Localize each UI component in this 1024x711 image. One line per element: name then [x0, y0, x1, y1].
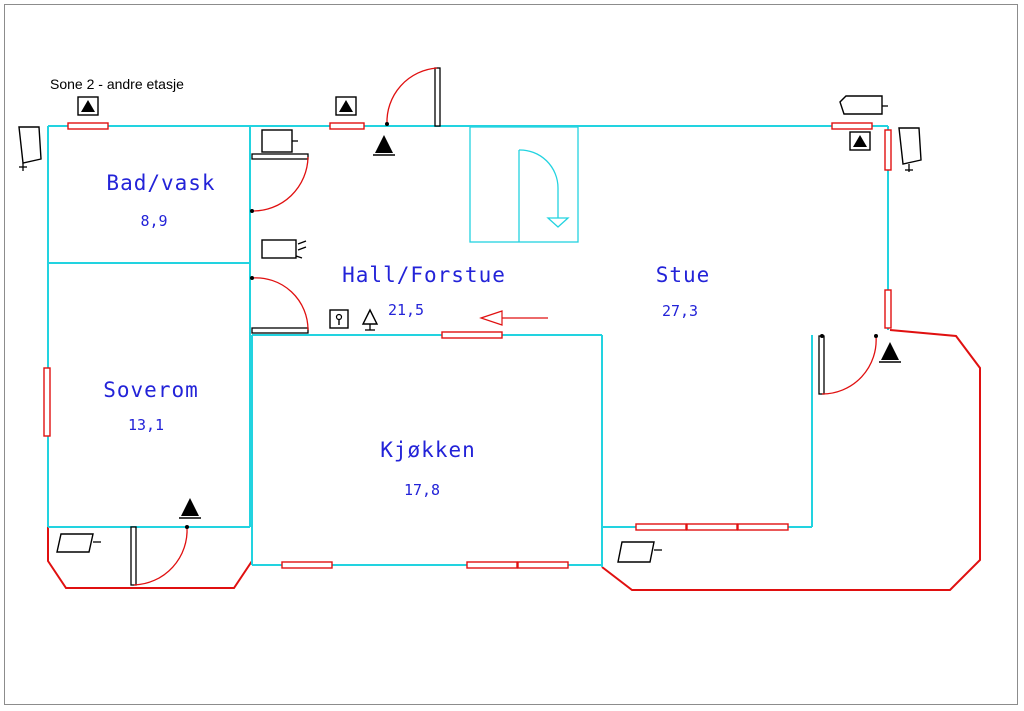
cameras [18, 95, 922, 563]
door-living-exit [818, 334, 878, 395]
camera-icon [898, 127, 922, 172]
room-area-kjokken: 17,8 [403, 481, 441, 499]
room-label-bad-vask: Bad/vask [106, 171, 216, 195]
smoke-detector-icon [179, 498, 201, 519]
heat-detector-icon [849, 131, 871, 151]
room-area-bad-vask: 8,9 [140, 212, 168, 230]
zone-title: Sone 2 - andre etasje [50, 76, 184, 92]
room-label-kjokken: Kjøkken [380, 438, 476, 462]
bell-icon [361, 308, 379, 331]
window [281, 561, 333, 569]
window [831, 122, 873, 130]
window [441, 331, 503, 339]
camera-icon [18, 126, 42, 171]
door-bath [250, 153, 309, 213]
window [884, 129, 892, 171]
smoke-detectors [179, 135, 901, 519]
heat-detector-icon [77, 96, 99, 116]
smoke-detector-icon [373, 135, 395, 156]
door-bedroom [250, 276, 309, 334]
windows [43, 122, 892, 569]
camera-icon [56, 533, 101, 553]
direction-arrow-icon [479, 310, 548, 326]
room-label-hall-forstue: Hall/Forstue [342, 263, 506, 287]
window [737, 523, 789, 531]
key-box-icon [329, 309, 349, 329]
smoke-detector-icon [879, 342, 901, 363]
window [686, 523, 738, 531]
room-area-stue: 27,3 [661, 302, 699, 320]
window [329, 122, 365, 130]
exterior-walls [47, 329, 981, 591]
window [43, 367, 51, 437]
doors [130, 67, 878, 586]
door-entrance [385, 67, 441, 127]
window [466, 561, 518, 569]
room-label-stue: Stue [655, 263, 711, 287]
room-label-soverom: Soverom [103, 378, 199, 402]
camera-icon [261, 129, 298, 153]
stair-icon [469, 126, 579, 243]
heat-detector-icon [335, 96, 357, 116]
room-area-soverom: 13,1 [127, 416, 165, 434]
camera-icon [261, 239, 307, 259]
window [635, 523, 687, 531]
window [884, 289, 892, 329]
window [517, 561, 569, 569]
door-bedroom-exit [130, 525, 189, 586]
room-area-hall-forstue: 21,5 [387, 301, 425, 319]
window [67, 122, 109, 130]
camera-icon [839, 95, 888, 115]
heat-detectors [77, 96, 871, 151]
camera-icon [617, 541, 662, 563]
